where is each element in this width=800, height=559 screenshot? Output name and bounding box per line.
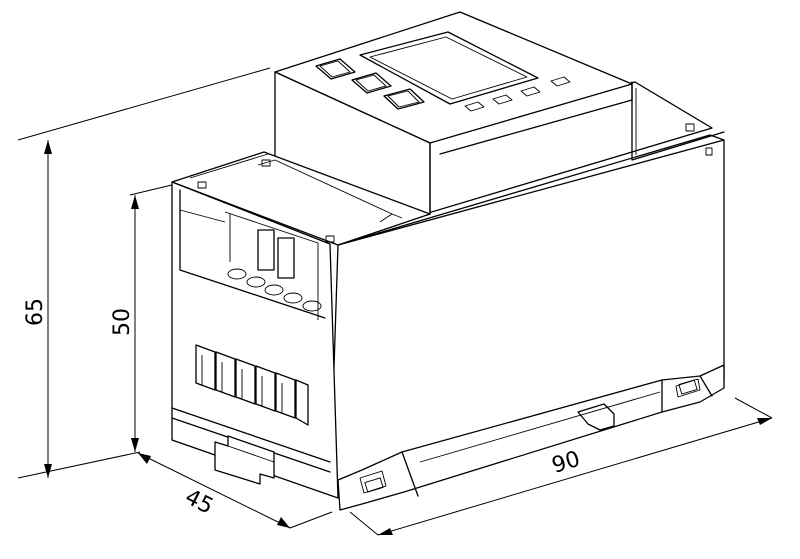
dimension-label-45: 45 [181,485,217,520]
dimension-65: 65 [17,67,271,479]
lcd-window [359,31,539,105]
rail-latch [577,403,615,431]
button-3 [383,88,425,110]
keypad [315,58,425,110]
terminal-block [171,151,431,499]
rail-base [337,364,725,511]
lower-terminals [195,344,309,426]
dimension-label-65: 65 [23,298,48,326]
indicator-leds [464,76,571,112]
din-clip [214,435,275,485]
dimension-label-50: 50 [110,308,135,336]
dimension-50: 50 [110,183,177,452]
dimension-label-90: 90 [549,447,583,479]
screw-terminals [227,229,322,312]
